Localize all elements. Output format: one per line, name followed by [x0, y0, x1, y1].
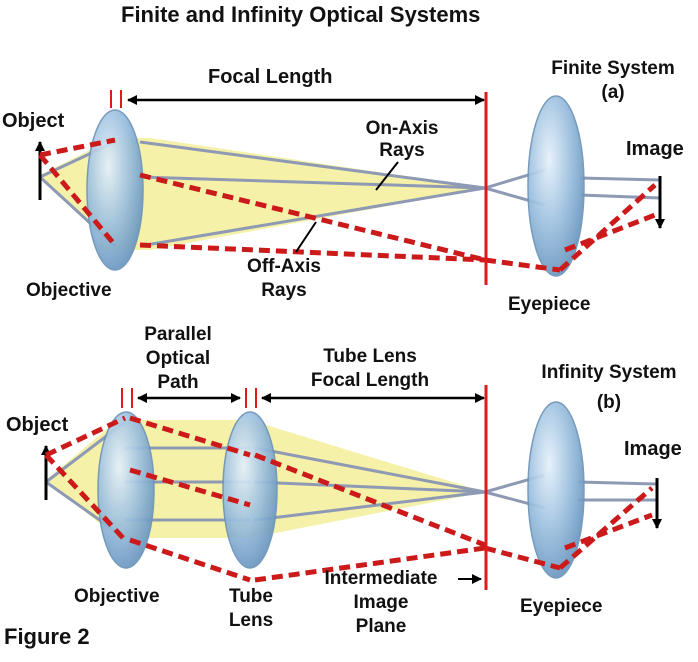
focal-length-label: Focal Length [208, 66, 333, 88]
on-axis-label-1: On-Axis [365, 118, 439, 139]
infinity-converging-cone [250, 420, 485, 538]
finite-eyepiece-lens [527, 95, 585, 277]
infinity-off-axis-rays [44, 415, 654, 583]
infinity-object-label: Object [6, 414, 69, 436]
finite-objective-label: Objective [26, 280, 112, 301]
on-axis-label-2: Rays [379, 140, 425, 161]
infinity-system-label: Infinity System [541, 362, 677, 383]
parallel-path-label-2: Optical [145, 348, 211, 369]
infinity-system [41, 385, 662, 590]
infinity-objective-lens [97, 411, 155, 569]
on-axis-leader [375, 161, 399, 191]
finite-objective-lens [86, 109, 144, 271]
infinity-image-label: Image [624, 438, 682, 460]
figure-label: Figure 2 [4, 624, 90, 649]
page-title: Finite and Infinity Optical Systems [121, 2, 481, 27]
finite-system [35, 90, 665, 285]
intermediate-plane-label-2: Image [353, 592, 409, 613]
off-axis-label-1: Off-Axis [247, 256, 321, 277]
finite-eyepiece-label: Eyepiece [508, 294, 591, 315]
infinity-eyepiece-lens [527, 401, 585, 579]
intermediate-plane-label-3: Plane [355, 616, 407, 637]
infinity-eyepiece-label: Eyepiece [520, 596, 603, 617]
finite-image-label: Image [626, 138, 684, 160]
tube-focal-label-1: Tube Lens [323, 346, 417, 367]
infinity-system-tag: (b) [596, 392, 622, 413]
infinity-objective-label: Objective [74, 586, 160, 607]
tube-focal-label-2: Focal Length [310, 370, 430, 391]
tube-lens-label-1: Tube [229, 586, 273, 607]
finite-system-label: Finite System [551, 58, 675, 79]
finite-ray-cone [100, 138, 485, 250]
parallel-path-label-3: Path [157, 372, 199, 393]
tube-lens-label-2: Lens [228, 610, 274, 631]
finite-off-axis-rays [38, 137, 657, 273]
intermediate-plane-label-1: Intermediate [324, 568, 438, 589]
off-axis-leader [295, 221, 317, 253]
finite-object-label: Object [2, 110, 65, 132]
finite-system-tag: (a) [601, 82, 625, 103]
parallel-path-label-1: Parallel [144, 324, 212, 345]
infinity-tube-lens [222, 411, 278, 569]
off-axis-label-2: Rays [261, 280, 307, 301]
